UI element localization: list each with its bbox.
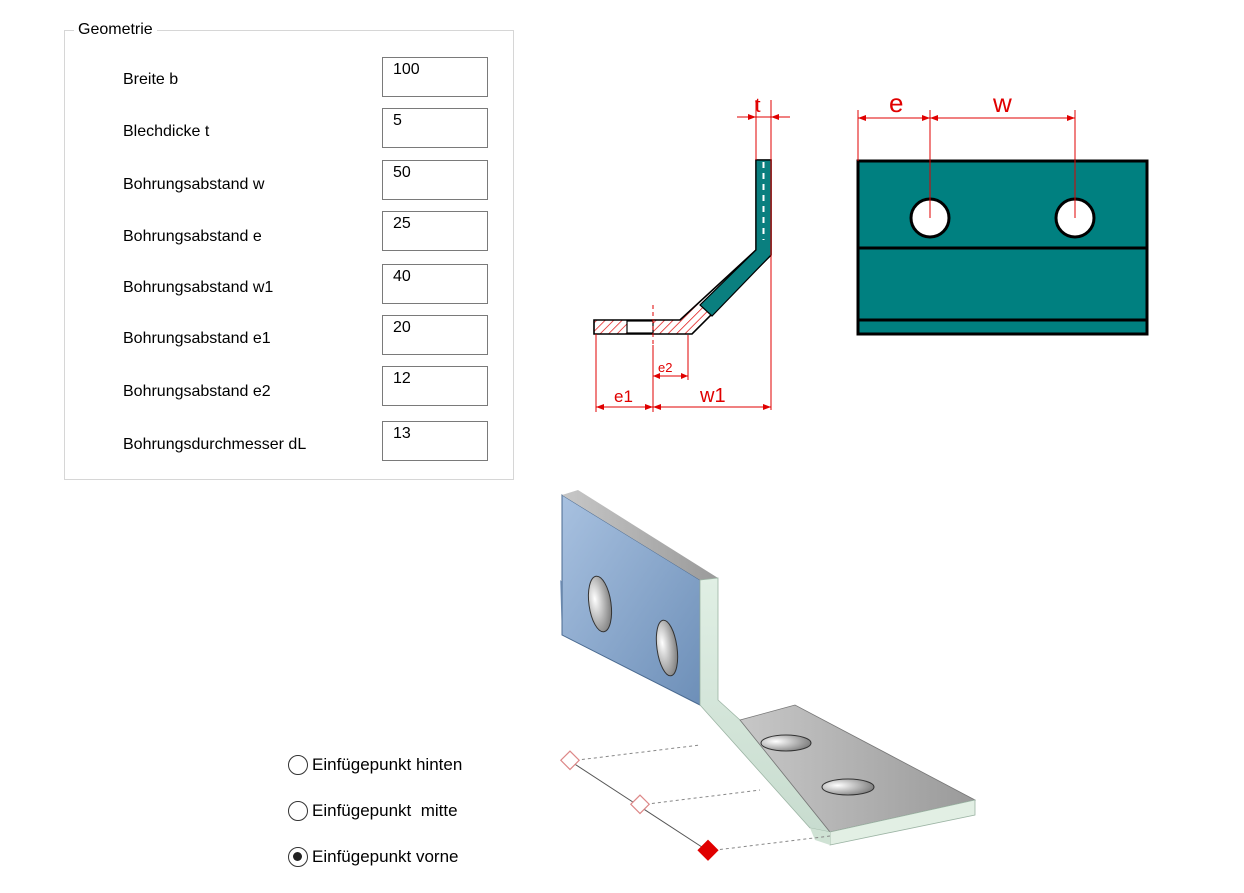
input-breite-b[interactable] [382,57,488,97]
input-bohrungsdurchmesser-dl[interactable] [382,421,488,461]
iso-hole-1 [587,575,613,633]
side-profile-hatched [593,159,772,335]
radio-einfuegepunkt-mitte[interactable]: Einfügepunkt mitte [288,799,458,823]
input-bohrungsabstand-e1[interactable] [382,315,488,355]
geometry-group-title: Geometrie [74,20,157,40]
radio-circle-vorne[interactable] [288,847,308,867]
dim-e2-label: e2 [658,360,672,375]
insert-marker-vorne [697,839,719,861]
dim-e1-label: e1 [614,387,633,406]
radio-label-vorne: Einfügepunkt vorne [312,847,459,866]
input-bohrungsabstand-e2[interactable] [382,366,488,406]
iso-hole-4 [821,778,875,796]
input-bohrungsabstand-w1[interactable] [382,264,488,304]
iso-hole-2 [655,619,679,677]
radio-einfuegepunkt-hinten[interactable]: Einfügepunkt hinten [288,753,462,777]
isometric-part [560,490,977,846]
front-view: e w [856,88,1149,336]
label-blechdicke-t: Blechdicke t [123,123,210,140]
radio-circle-hinten[interactable] [288,755,308,775]
input-bohrungsabstand-e[interactable] [382,211,488,251]
insertion-markers [559,744,831,861]
label-bohrungsabstand-e2: Bohrungsabstand e2 [123,383,271,400]
dim-e-label: e [889,88,903,118]
label-bohrungsabstand-e1: Bohrungsabstand e1 [123,330,271,347]
input-bohrungsabstand-w[interactable] [382,160,488,200]
dim-w-label: w [992,88,1012,118]
iso-hole-3 [760,734,812,752]
label-bohrungsabstand-w: Bohrungsabstand w [123,176,265,193]
side-section-view: t e2 e1 w1 [593,95,790,412]
label-bohrungsabstand-e: Bohrungsabstand e [123,228,262,245]
radio-label-hinten: Einfügepunkt hinten [312,755,463,774]
iso-vertical-top [562,490,718,580]
radio-label-mitte: Einfügepunkt mitte [312,801,458,820]
label-breite-b: Breite b [123,71,179,88]
insert-marker-hinten [559,750,581,771]
dim-w1-label: w1 [699,385,726,407]
insert-marker-mitte [629,794,651,815]
label-bohrungsabstand-w1: Bohrungsabstand w1 [123,279,274,296]
dim-t-label: t [755,95,761,117]
geometry-group [64,30,514,480]
input-blechdicke-t[interactable] [382,108,488,148]
label-bohrungsdurchmesser-dl: Bohrungsdurchmesser dL [123,436,307,453]
radio-einfuegepunkt-vorne[interactable]: Einfügepunkt vorne [288,845,459,869]
side-hole-gap [626,320,654,334]
radio-circle-mitte[interactable] [288,801,308,821]
